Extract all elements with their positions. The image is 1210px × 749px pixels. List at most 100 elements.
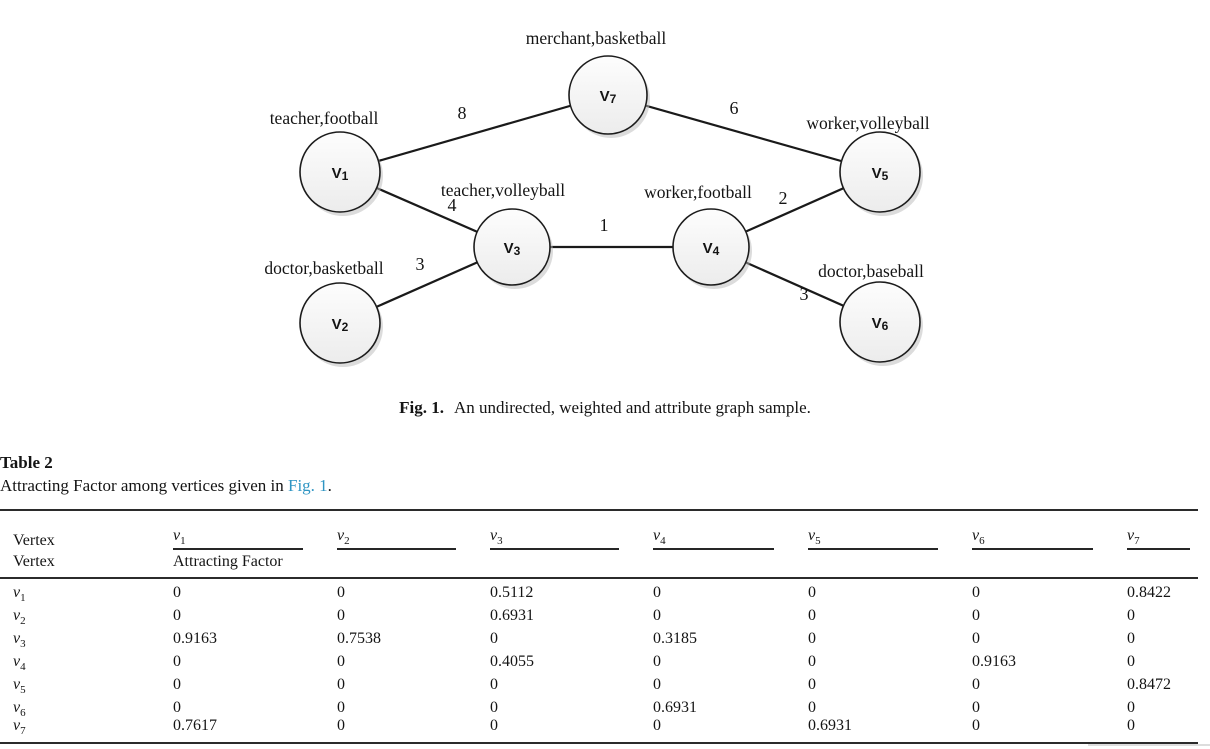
table-cell: 0.9163 xyxy=(173,630,217,647)
table-cell: 0.6931 xyxy=(653,699,697,716)
figure-caption-label: Fig. 1. xyxy=(399,398,444,417)
table-cell: 0 xyxy=(972,630,980,647)
svg-text:V3: V3 xyxy=(504,240,521,258)
figure-graph: 8 6 4 1 2 3 3 teacher,football doctor,ba… xyxy=(264,28,930,367)
node-attr-v3: teacher,volleyball xyxy=(441,180,565,200)
table-cell: 0.5112 xyxy=(490,584,534,601)
graph-node-v5: V5 xyxy=(839,131,923,216)
table-cell: 0.6931 xyxy=(808,717,852,734)
table-cell: 0 xyxy=(337,607,345,624)
table-cell: 0 xyxy=(1127,653,1135,670)
graph-node-v6: V6 xyxy=(839,281,923,366)
table-cell: 0 xyxy=(490,717,498,734)
table-cell: 0 xyxy=(337,584,345,601)
figure-caption-text: An undirected, weighted and attribute gr… xyxy=(453,398,811,417)
table-caption-prefix: Attracting Factor among vertices given i… xyxy=(0,476,288,495)
table-cell: 0.3185 xyxy=(653,630,697,647)
header-vertex-top: Vertex xyxy=(13,532,55,549)
table-cell: 0 xyxy=(173,653,181,670)
table-cell: 0 xyxy=(972,699,980,716)
table-caption-suffix: . xyxy=(327,476,332,495)
row-header-v4: v4 xyxy=(13,653,26,671)
row-header-v3: v3 xyxy=(13,630,26,648)
table-cell: 0 xyxy=(653,717,661,734)
table-cell: 0 xyxy=(653,607,661,624)
table-cell: 0 xyxy=(972,717,980,734)
table-cell: 0.4055 xyxy=(490,653,534,670)
edge-v1-v7 xyxy=(339,93,609,174)
table-cell: 0 xyxy=(808,676,816,693)
table-cell: 0.6931 xyxy=(490,607,534,624)
table-cell: 0 xyxy=(337,676,345,693)
graph-node-v4: V4 xyxy=(672,208,752,289)
edge-weight-v2-v3: 3 xyxy=(416,254,425,274)
table-cell: 0 xyxy=(490,676,498,693)
node-attr-v4: worker,football xyxy=(644,182,752,202)
col-header-v3: v3 xyxy=(490,510,653,550)
table-cell: 0 xyxy=(173,584,181,601)
graph-node-v3: V3 xyxy=(473,208,553,289)
node-attr-v6: doctor,baseball xyxy=(818,261,924,281)
svg-text:V5: V5 xyxy=(872,165,889,183)
table-cell: 0 xyxy=(808,584,816,601)
table-cell: 0.8422 xyxy=(1127,584,1171,601)
table-subheader-row: Vertex Attracting Factor xyxy=(0,550,1198,578)
row-header-v5: v5 xyxy=(13,676,26,694)
table-cell: 0 xyxy=(808,607,816,624)
figure-caption: Fig. 1. An undirected, weighted and attri… xyxy=(0,398,1210,418)
table-row: v5 0 0 0 0 0 0 0.8472 xyxy=(0,671,1198,694)
graph-node-v7: V7 xyxy=(568,55,650,138)
table-cell: 0 xyxy=(972,607,980,624)
row-header-v2: v2 xyxy=(13,607,26,625)
col-header-v5: v5 xyxy=(808,510,972,550)
table-cell: 0.7617 xyxy=(173,717,217,734)
row-header-v7: v7 xyxy=(13,717,26,738)
table-cell: 0 xyxy=(808,653,816,670)
graph-node-v2: V2 xyxy=(299,282,383,367)
edge-weight-v3-v4: 1 xyxy=(600,215,609,235)
col-header-v2: v2 xyxy=(337,510,490,550)
edge-weight-v1-v7: 8 xyxy=(458,103,467,123)
table-cell: 0 xyxy=(1127,717,1135,734)
table-cell: 0.8472 xyxy=(1127,676,1171,693)
row-header-v1: v1 xyxy=(13,584,26,602)
table-cell: 0 xyxy=(173,676,181,693)
svg-text:V4: V4 xyxy=(703,240,720,258)
header-vertex-bottom: Vertex xyxy=(13,553,55,570)
node-attr-v1: teacher,football xyxy=(270,108,379,128)
table-cell: 0 xyxy=(1127,699,1135,716)
svg-text:V6: V6 xyxy=(872,315,889,333)
table-cell: 0 xyxy=(337,653,345,670)
table-cell: 0 xyxy=(972,676,980,693)
col-header-v4: v4 xyxy=(653,510,808,550)
col-header-v6: v6 xyxy=(972,510,1127,550)
table-cell: 0.7538 xyxy=(337,630,381,647)
svg-text:V1: V1 xyxy=(332,165,349,183)
table-cell: 0 xyxy=(337,717,345,734)
table-cell: 0 xyxy=(653,676,661,693)
fig1-link[interactable]: Fig. 1 xyxy=(287,476,328,495)
node-attr-v2: doctor,basketball xyxy=(264,258,383,278)
table-cell: 0 xyxy=(337,699,345,716)
scan-artifact xyxy=(1088,744,1210,746)
table-cell: 0 xyxy=(653,584,661,601)
graph-node-v1: V1 xyxy=(299,131,383,216)
table-row: v7 0.7617 0 0 0 0.6931 0 0 xyxy=(0,717,1198,743)
svg-text:V2: V2 xyxy=(332,316,349,334)
edge-weight-v4-v6: 3 xyxy=(800,284,809,304)
edge-weight-v7-v5: 6 xyxy=(730,98,739,118)
edge-v7-v5 xyxy=(607,93,881,174)
table-cell: 0 xyxy=(173,699,181,716)
table-cell: 0 xyxy=(490,630,498,647)
col-header-v1: v1 xyxy=(173,510,337,550)
edge-weight-v1-v3: 4 xyxy=(448,195,457,215)
node-attr-v5: worker,volleyball xyxy=(806,113,929,133)
table-cell: 0 xyxy=(1127,607,1135,624)
